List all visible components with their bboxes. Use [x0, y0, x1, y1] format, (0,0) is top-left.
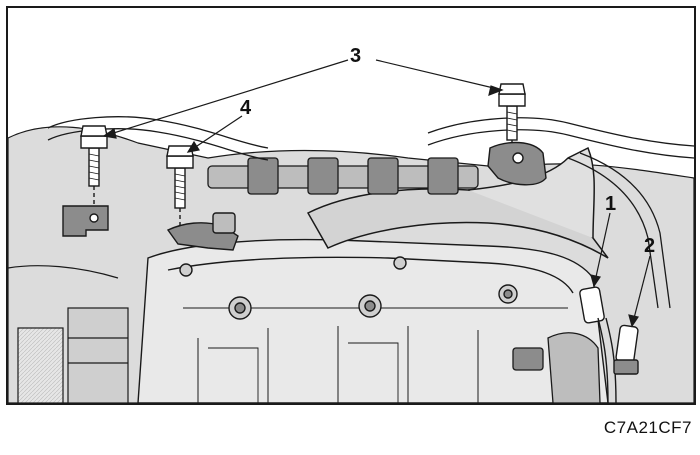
leader-lines [102, 59, 651, 328]
callout-1: 1 [605, 193, 617, 215]
fuel-rail [207, 157, 479, 195]
lower-right-hoses [512, 332, 601, 403]
right-bracket [487, 141, 547, 186]
intake-duct [306, 146, 609, 259]
lower-left-machinery [8, 265, 129, 403]
callout-2: 2 [644, 235, 656, 257]
bolt-left [80, 125, 108, 206]
callout-4: 4 [240, 97, 252, 119]
valve-cover-bolts [179, 256, 518, 320]
callout-3: 3 [350, 45, 362, 67]
bolt-center [166, 145, 194, 233]
valve-cover [137, 238, 609, 403]
upper-hoses [47, 116, 694, 309]
center-sensor [166, 212, 239, 251]
engine-drawing [8, 59, 694, 403]
figure-code: C7A21CF7 [603, 418, 692, 437]
connector-1 [579, 286, 617, 403]
connector-2 [613, 324, 639, 375]
diagram-frame: 3 4 1 2 [6, 6, 696, 405]
left-bracket [62, 205, 109, 237]
